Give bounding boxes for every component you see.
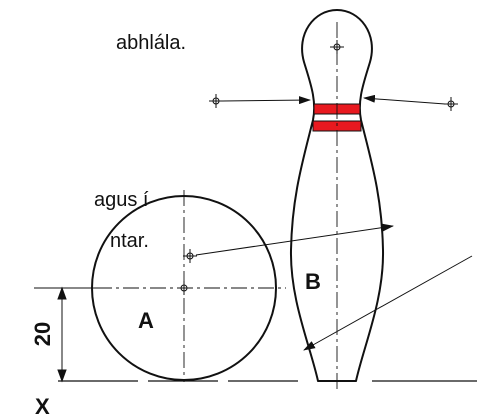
left-neck-leader	[221, 96, 311, 105]
ball-offset-crosshair	[182, 248, 198, 264]
pin-label: B	[305, 269, 321, 294]
text-fragment-top: abhlála.	[116, 32, 187, 54]
axis-label: X	[35, 394, 50, 417]
ball-center-crosshair	[176, 280, 192, 296]
left-neck-crosshair	[208, 93, 224, 109]
pin-head-crosshair	[329, 39, 345, 55]
text-fragment-mid-2: ntar.	[110, 230, 149, 252]
lower-body-leader	[303, 255, 473, 351]
height-dimension	[57, 286, 67, 383]
ball-label: A	[138, 308, 154, 333]
pin-outline	[289, 9, 385, 382]
belly-radius-leader	[195, 223, 394, 256]
text-fragment-mid-1: agus í	[94, 189, 149, 211]
right-neck-crosshair	[443, 96, 459, 112]
right-neck-leader	[363, 94, 446, 105]
dimension-label: 20	[30, 322, 55, 346]
